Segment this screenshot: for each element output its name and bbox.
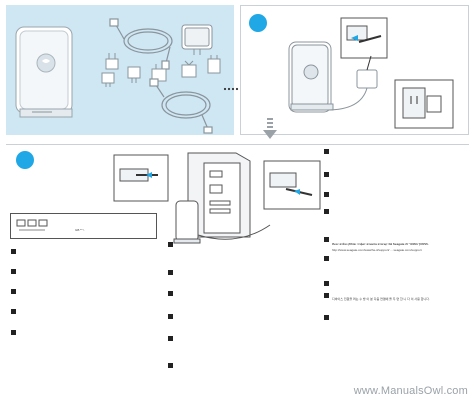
- bullet-square: [324, 293, 329, 298]
- bullet-square: [168, 291, 173, 296]
- note-body: http://www.seagate.com/www/he-il/support…: [332, 248, 422, 252]
- usb-cable-illustration: [109, 18, 173, 70]
- bullet-square: [324, 209, 329, 214]
- bullet-square: [168, 270, 173, 275]
- bullet-square: [168, 336, 173, 341]
- bullet-square: [11, 309, 16, 314]
- chevron-down-icon: [263, 118, 277, 140]
- note-box: GB ** ¹: [10, 213, 157, 239]
- bullet-square: [324, 315, 329, 320]
- power-illustration: [288, 17, 454, 129]
- bullet-square: [11, 330, 16, 335]
- step-number-circle: [249, 14, 267, 32]
- bullet-square: [11, 269, 16, 274]
- computer-connection-panel: GB ** ¹ Леsr ятйзз נמקа: тгфет ятнмта ят…: [6, 144, 469, 396]
- bullet-square: [324, 256, 329, 261]
- bullet-square: [324, 172, 329, 177]
- power-connection-panel: [240, 5, 469, 135]
- second-cable-illustration: [149, 78, 213, 134]
- bullet-square: [168, 314, 173, 319]
- bullet-square: [11, 249, 16, 254]
- bullet-square: [324, 149, 329, 154]
- bullet-square: [324, 192, 329, 197]
- step-number-circle: [16, 151, 34, 169]
- bullet-square: [324, 281, 329, 286]
- bullet-square: [168, 363, 173, 368]
- note-box-text: GB ** ¹: [75, 228, 85, 232]
- bullet-square: [168, 242, 173, 247]
- power-adapter-illustration: [181, 24, 213, 55]
- plug-adapters-illustration: [101, 53, 221, 87]
- bullet-square: [324, 237, 329, 242]
- watermark: www.ManualsOwl.com: [353, 385, 468, 397]
- computer-illustration: [113, 152, 321, 244]
- ports-icon: [16, 219, 48, 231]
- bullet-square: [11, 289, 16, 294]
- korean-note: 디바이스 전원을 켜는 수 방 이 분 다음 연결에 올 두 면 한 니 다 이…: [332, 297, 430, 301]
- contents-illustration: [15, 18, 221, 134]
- connector-dots: [223, 87, 239, 91]
- contents-panel: [6, 5, 234, 135]
- note-heading: Леsr ятйзз נמקа: тгфет ятнмта ятзгщт גם …: [332, 242, 429, 246]
- drive-illustration: [15, 26, 73, 118]
